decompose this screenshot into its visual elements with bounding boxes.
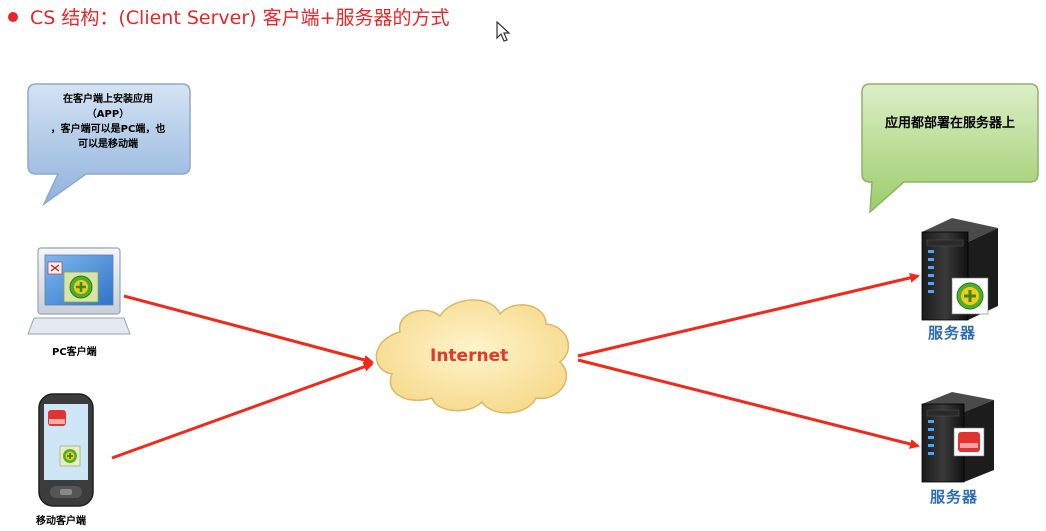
cursor-icon xyxy=(496,21,511,42)
server-2-label: 服务器 xyxy=(930,488,979,506)
mobile-client-label: 移动客户端 xyxy=(36,516,86,527)
client-callout-line-4: 可以是移动端 xyxy=(78,139,138,150)
arrow-internet-to-server-2 xyxy=(577,358,920,449)
arrow-internet-to-server-1 xyxy=(577,272,920,358)
client-callout-line-1: 在客户端上安装应用 xyxy=(63,94,153,105)
server-callout-text: 应用都部署在服务器上 xyxy=(884,116,1015,131)
server-callout-bubble xyxy=(861,83,1039,214)
client-callout-bubble xyxy=(27,83,191,207)
pc-client-icon xyxy=(27,247,131,335)
internet-label: Internet xyxy=(430,346,509,366)
server-1-icon xyxy=(921,218,998,321)
server-2-icon xyxy=(921,392,994,483)
client-callout-line-3: ，客户端可以是PC端，也 xyxy=(50,124,166,135)
internet-cloud xyxy=(375,299,570,414)
page-title-row: CS 结构：(Client Server) 客户端+服务器的方式 xyxy=(8,3,450,30)
bullet-icon xyxy=(8,11,18,22)
client-callout-text: 在客户端上安装应用 （APP） ，客户端可以是PC端，也 可以是移动端 xyxy=(30,92,186,152)
server-1-label: 服务器 xyxy=(928,324,977,342)
page-title: CS 结构：(Client Server) 客户端+服务器的方式 xyxy=(30,7,450,29)
client-callout-line-2: （APP） xyxy=(86,109,130,120)
arrow-pc-to-internet xyxy=(123,294,374,365)
pc-client-label: PC客户端 xyxy=(52,347,97,358)
arrow-mobile-to-internet xyxy=(111,362,374,460)
mobile-client-icon xyxy=(38,393,94,507)
